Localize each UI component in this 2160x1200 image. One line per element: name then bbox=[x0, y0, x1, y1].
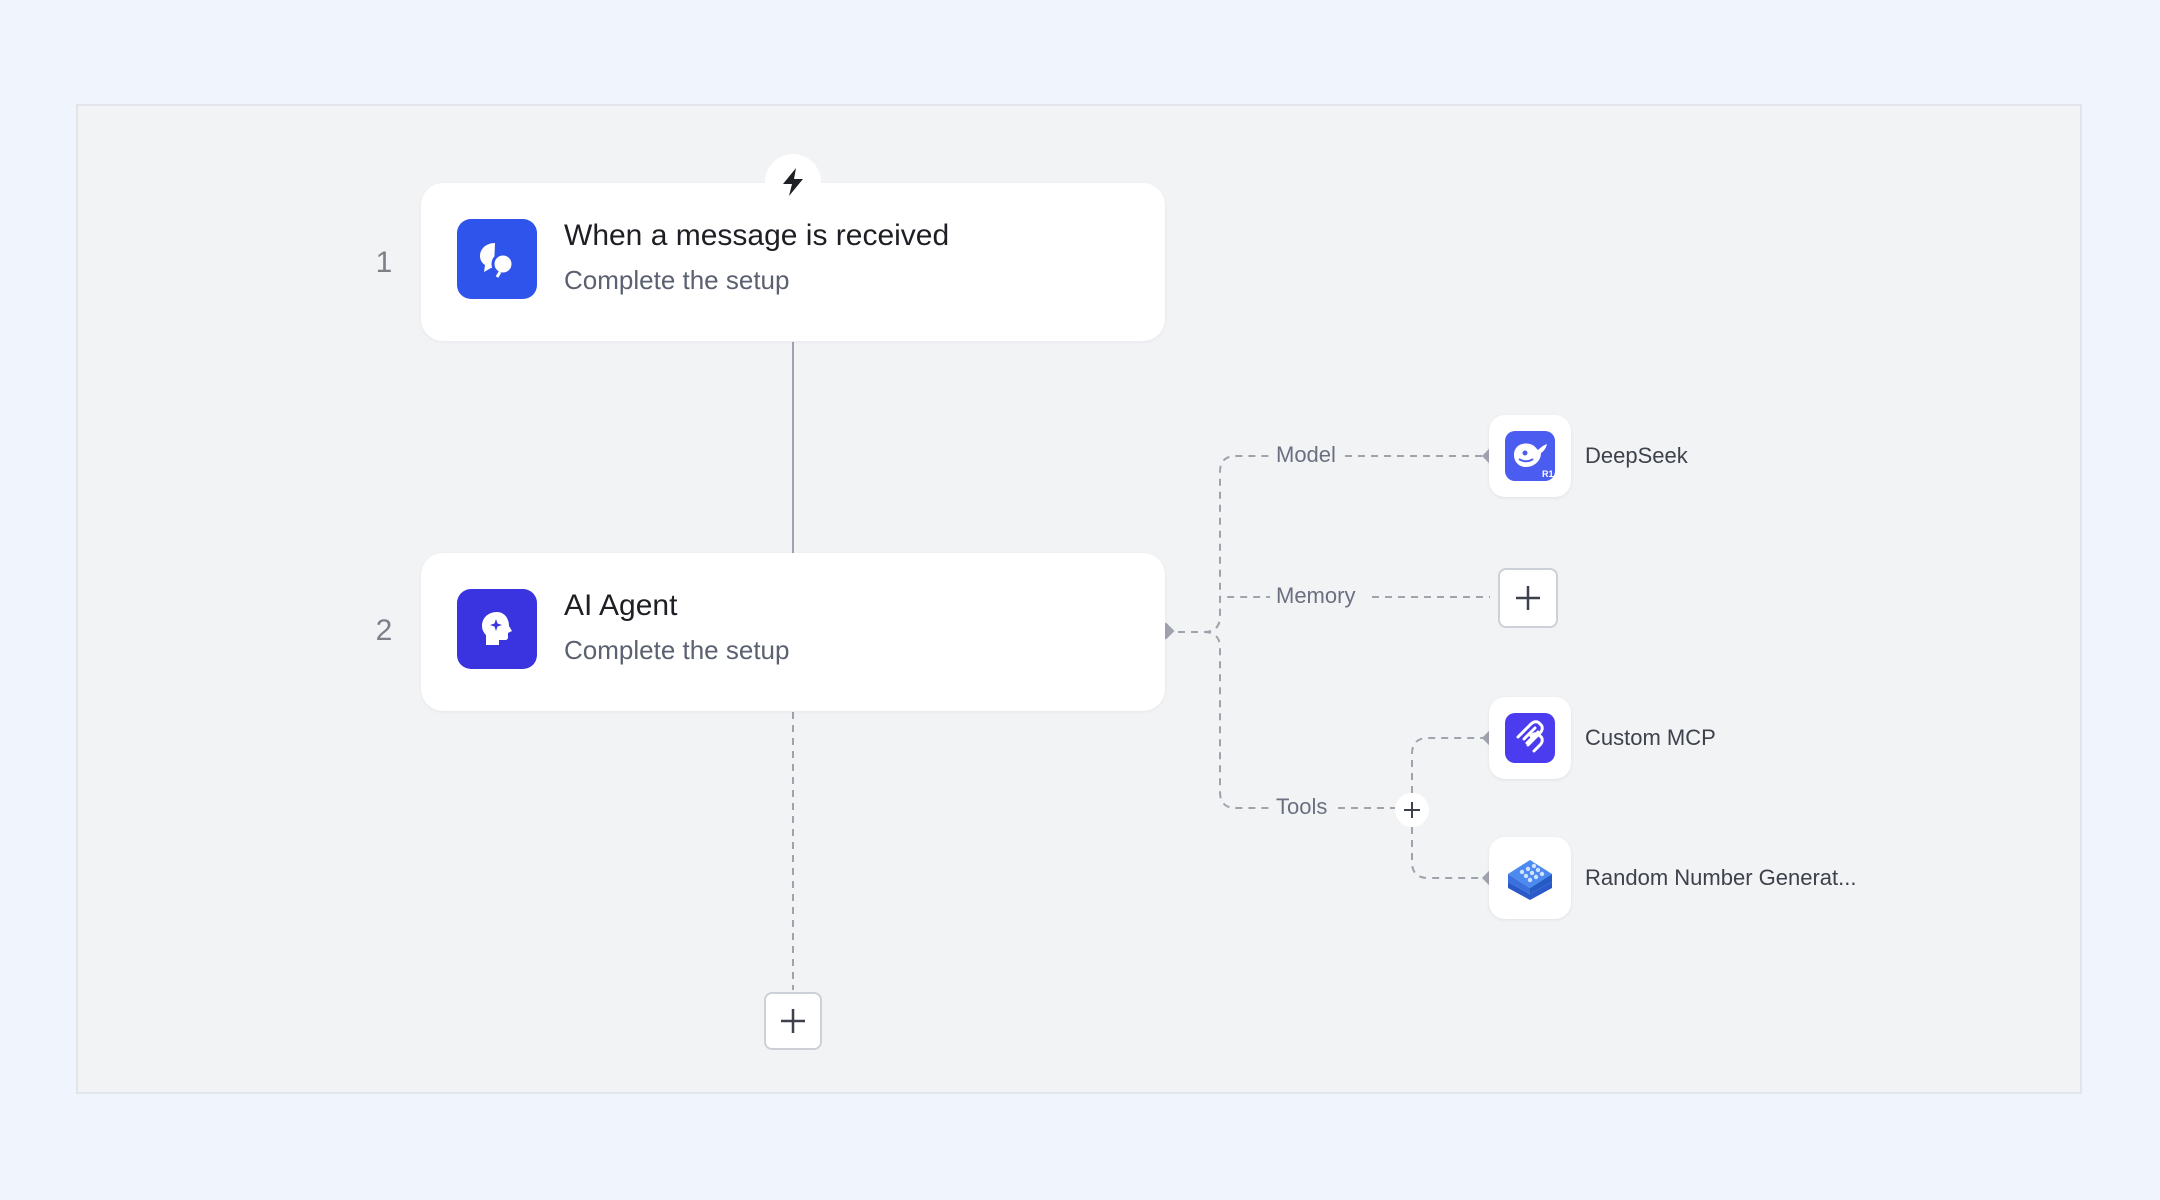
dice-grid-icon bbox=[1504, 852, 1556, 904]
agent-head-icon bbox=[457, 589, 537, 669]
tool-node-custom-mcp[interactable] bbox=[1489, 697, 1571, 779]
svg-text:R1: R1 bbox=[1542, 469, 1554, 479]
model-label: DeepSeek bbox=[1585, 443, 1688, 468]
node-subtitle: Complete the setup bbox=[564, 265, 790, 295]
deepseek-whale-icon: R1 bbox=[1505, 431, 1555, 481]
branch-label-memory: Memory bbox=[1270, 583, 1362, 609]
tool-label: Random Number Generat... bbox=[1585, 865, 1857, 890]
node-title: AI Agent bbox=[564, 589, 678, 622]
branch-label-model: Model bbox=[1270, 442, 1342, 468]
add-step-button[interactable] bbox=[764, 992, 822, 1050]
add-memory-button[interactable] bbox=[1498, 568, 1558, 628]
tool-node-random-number-generator[interactable] bbox=[1489, 837, 1571, 919]
node-subtitle: Complete the setup bbox=[564, 635, 790, 665]
mcp-icon bbox=[1505, 713, 1555, 763]
node-title: When a message is received bbox=[564, 219, 950, 252]
branch-label-tools: Tools bbox=[1270, 794, 1334, 820]
tool-label: Custom MCP bbox=[1585, 725, 1716, 750]
chat-bubbles-icon bbox=[457, 219, 537, 299]
ai-agent-node[interactable]: AI Agent Complete the setup bbox=[421, 553, 1165, 711]
model-node-deepseek[interactable]: R1 bbox=[1489, 415, 1571, 497]
step-number: 1 bbox=[375, 246, 393, 279]
lightning-bolt-icon bbox=[765, 154, 821, 210]
step-number: 2 bbox=[375, 614, 393, 647]
add-tool-button[interactable] bbox=[1395, 793, 1429, 827]
